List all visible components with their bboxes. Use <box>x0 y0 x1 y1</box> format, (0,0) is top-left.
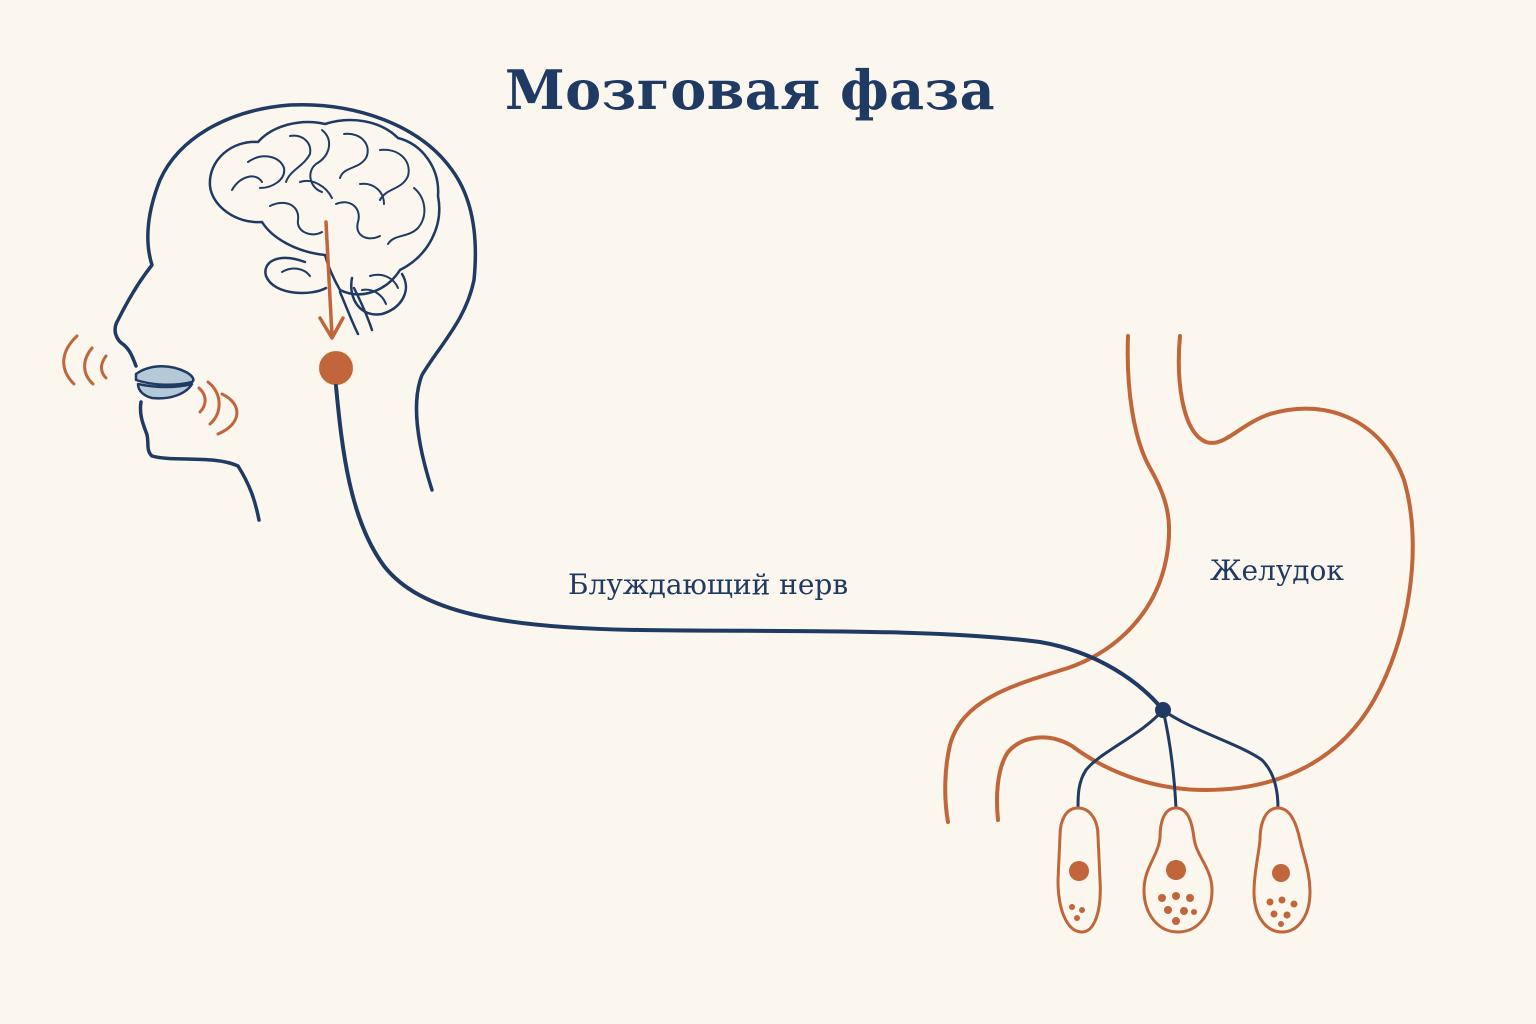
stomach-label: Желудок <box>1210 554 1344 587</box>
nerve-branch-middle <box>1161 708 1178 810</box>
stomach-icon <box>943 334 1415 824</box>
brain-cerebellum <box>350 272 408 316</box>
secretory-cell <box>1252 806 1312 934</box>
vagus-nerve-path <box>334 384 1165 712</box>
nerve-branches <box>1076 708 1280 810</box>
stomach-outer-wall <box>995 334 1415 822</box>
vagus-nerve-label: Блуждающий нерв <box>568 568 849 601</box>
lower-lip <box>136 382 194 400</box>
brain-stem <box>338 286 374 336</box>
lips <box>134 365 195 400</box>
brain-folds <box>231 129 426 305</box>
nerve-branch-left <box>1076 708 1165 810</box>
brain-cerebrum <box>208 118 441 296</box>
nerve-branch-right <box>1161 708 1280 810</box>
smell-waves-icon <box>62 334 108 386</box>
brain-icon <box>208 118 441 336</box>
stomach-inner-wall <box>943 334 1172 824</box>
taste-waves-icon <box>197 380 239 436</box>
signal-arrow-icon <box>318 220 345 340</box>
nerve-center-dot <box>319 351 353 385</box>
head-profile <box>113 103 478 522</box>
diagram-title: Мозговая фаза <box>504 58 996 122</box>
brain-temporal-lobe <box>264 256 328 295</box>
head-outline <box>113 103 478 492</box>
secretory-cell <box>1142 806 1214 934</box>
chin-neck-outline <box>138 400 261 522</box>
upper-lip <box>134 365 195 386</box>
secretory-cell <box>1056 806 1102 934</box>
